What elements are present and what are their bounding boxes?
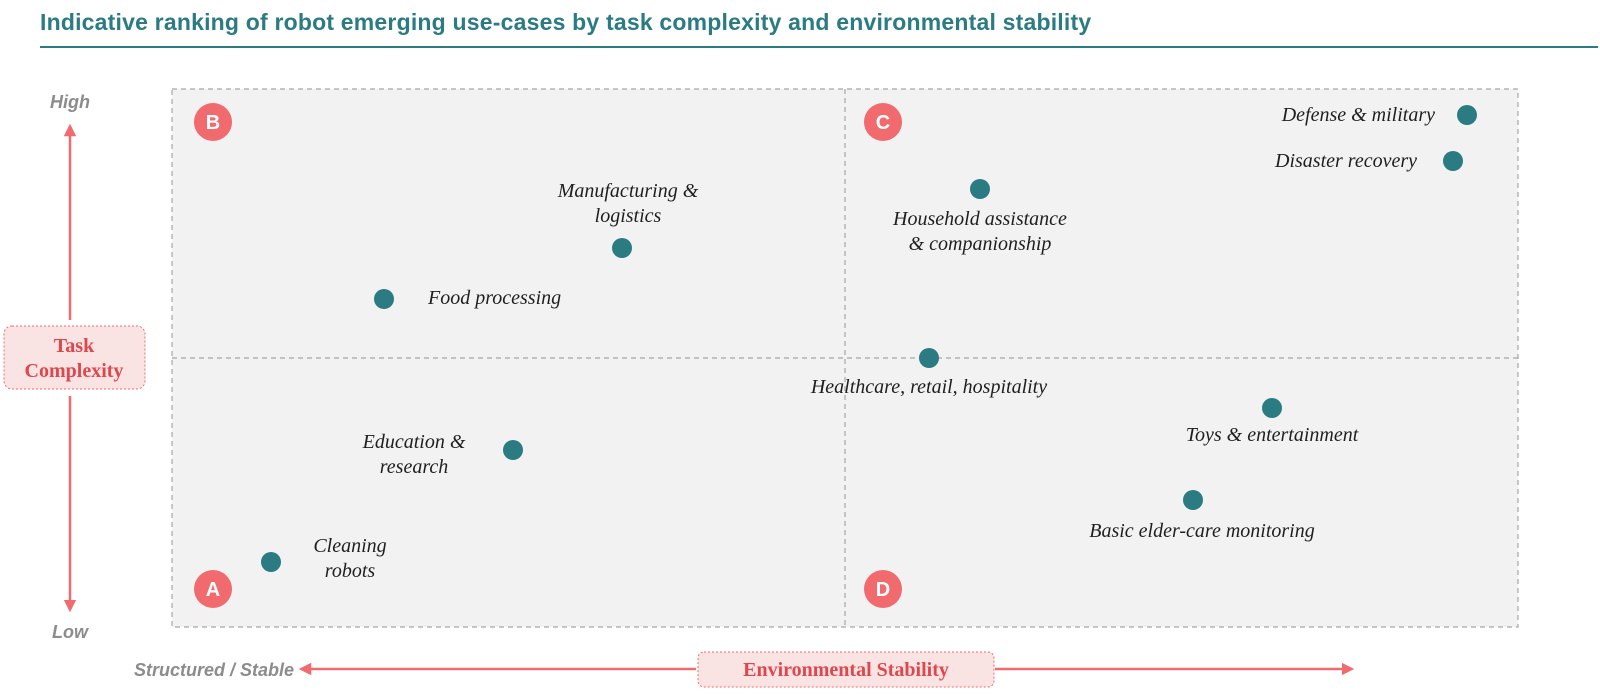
data-point (1183, 490, 1203, 510)
point-label-line-2: robots (325, 560, 376, 582)
point-label-line-1: Manufacturing & (557, 180, 699, 202)
point-label-line-1: Disaster recovery (1274, 150, 1417, 172)
data-point (261, 552, 281, 572)
use-case-defense-military: Defense & military (1281, 104, 1477, 126)
point-label-line-2: research (380, 456, 449, 478)
point-label-line-1: Education & (362, 431, 466, 453)
use-case-household-assistance: Household assistance & companionship (892, 179, 1067, 255)
x-axis-title: Environmental Stability (743, 659, 949, 681)
point-label-line-2: & companionship (909, 233, 1052, 255)
use-case-basic-elder-care: Basic elder-care monitoring (1089, 490, 1315, 542)
use-case-cleaning-robots: Cleaning robots (261, 535, 387, 582)
data-point (1262, 398, 1282, 418)
point-label-line-1: Household assistance (892, 208, 1067, 230)
use-case-education-research: Education & research (362, 431, 523, 478)
point-label-line-1: Defense & military (1281, 104, 1435, 126)
use-case-healthcare-retail-hospitality: Healthcare, retail, hospitality (810, 348, 1047, 398)
quadrant-label-a: A (206, 579, 220, 601)
y-axis-low-label: Low (52, 622, 89, 642)
page-title: Indicative ranking of robot emerging use… (40, 9, 1092, 35)
quadrant-label-b: B (206, 112, 220, 134)
y-axis-title-line-2: Complexity (25, 360, 124, 382)
data-point (970, 179, 990, 199)
data-point (919, 348, 939, 368)
x-axis-left-label: Structured / Stable (134, 660, 294, 680)
quadrant-area (171, 88, 1519, 628)
data-point (1443, 151, 1463, 171)
quadrant-badge-c: C (864, 103, 902, 141)
use-case-toys-entertainment: Toys & entertainment (1186, 398, 1359, 446)
data-point (503, 440, 523, 460)
quadrant-label-c: C (876, 112, 890, 134)
title-underline (40, 46, 1598, 48)
y-axis-high-label: High (50, 92, 90, 112)
data-point (374, 289, 394, 309)
data-point (1457, 105, 1477, 125)
x-axis-title-box (697, 651, 995, 688)
quadrant-badge-d: D (864, 570, 902, 608)
quadrant-badge-b: B (194, 103, 232, 141)
point-label-line-2: logistics (595, 205, 662, 227)
use-case-food-processing: Food processing (374, 287, 561, 309)
data-point (612, 238, 632, 258)
point-label-line-1: Toys & entertainment (1186, 424, 1359, 446)
quadrant-badge-a: A (194, 570, 232, 608)
point-label-line-1: Healthcare, retail, hospitality (810, 376, 1047, 398)
point-label-line-1: Food processing (427, 287, 561, 309)
y-axis-title-line-1: Task (54, 335, 95, 357)
use-case-manufacturing-logistics: Manufacturing & logistics (557, 180, 699, 258)
point-label-line-1: Basic elder-care monitoring (1089, 520, 1314, 542)
point-label-line-1: Cleaning (313, 535, 386, 557)
use-case-disaster-recovery: Disaster recovery (1274, 150, 1463, 172)
y-axis-title-box (3, 325, 146, 390)
quadrant-label-d: D (876, 579, 890, 601)
